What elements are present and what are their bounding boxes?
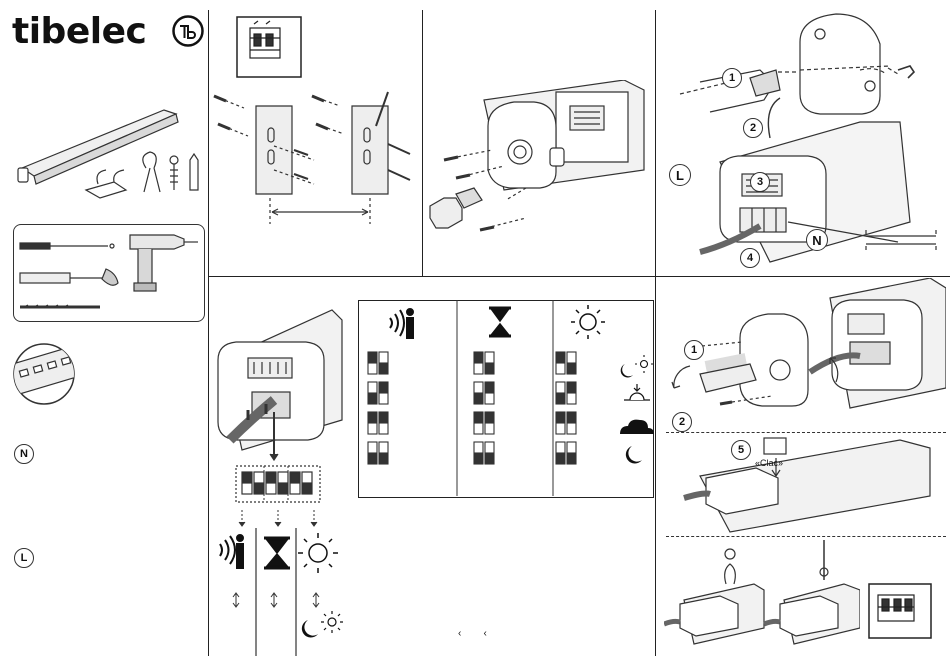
- circuit-breaker-on-icon: [868, 583, 932, 639]
- dip-switch-block[interactable]: [232, 458, 324, 508]
- step-callout: 5: [731, 440, 751, 460]
- column-divider: [208, 10, 209, 656]
- hourglass-timer-icon: [489, 308, 511, 336]
- step-callout: 1: [722, 68, 742, 88]
- fixture-product-illustration: [14, 98, 206, 208]
- ceiling-mount-illustration: [664, 540, 860, 660]
- motion-sensor-icon: [390, 309, 413, 338]
- sun-small-icon: [635, 355, 653, 373]
- tools-illustration: [14, 225, 204, 321]
- moon-icon: [621, 364, 633, 377]
- column-divider: [655, 10, 656, 656]
- brand-seal-icon: [172, 15, 204, 47]
- line-terminal-badge: L: [669, 164, 691, 186]
- moon-icon: [626, 446, 642, 464]
- moon-icon: [302, 620, 318, 638]
- clip-on-cover-illustration: [680, 436, 946, 534]
- cable-wiring-illustration: [660, 12, 946, 274]
- step-callout: 3: [750, 172, 770, 192]
- step-callout: 4: [740, 248, 760, 268]
- neutral-terminal-badge: N: [806, 229, 828, 251]
- sun-daylight-icon: [571, 305, 605, 339]
- hourglass-timer-icon: [264, 538, 290, 568]
- endcap-removal-illustration: [424, 80, 652, 260]
- wall-mount-step-illustration: [212, 88, 418, 228]
- brand-logo-text: tibelec: [12, 12, 146, 52]
- clac-label: «Clac»: [755, 458, 783, 468]
- motion-sensor-icon: [220, 535, 243, 568]
- sun-daylight-icon: [298, 533, 338, 573]
- neutral-marker-badge: N: [14, 444, 34, 464]
- sun-small-icon: [321, 611, 343, 633]
- section-divider-dashed: [666, 536, 946, 538]
- line-marker-badge: L: [14, 548, 34, 568]
- step-callout: 1: [684, 340, 704, 360]
- section-divider-dashed: [666, 432, 946, 434]
- step-callout: 2: [672, 412, 692, 432]
- column-divider: [422, 10, 423, 276]
- dip-settings-table-content: [358, 300, 654, 498]
- dip-switch-closeup-icon: [10, 336, 78, 412]
- row-divider: [208, 276, 950, 277]
- cloud-icon: [620, 420, 654, 434]
- circuit-breaker-off-icon: [236, 16, 302, 78]
- step-callout: 2: [743, 118, 763, 138]
- footer-marks: ‹ ‹: [458, 628, 487, 639]
- dip-group-legend: [212, 508, 352, 656]
- sunrise-icon: [624, 384, 650, 400]
